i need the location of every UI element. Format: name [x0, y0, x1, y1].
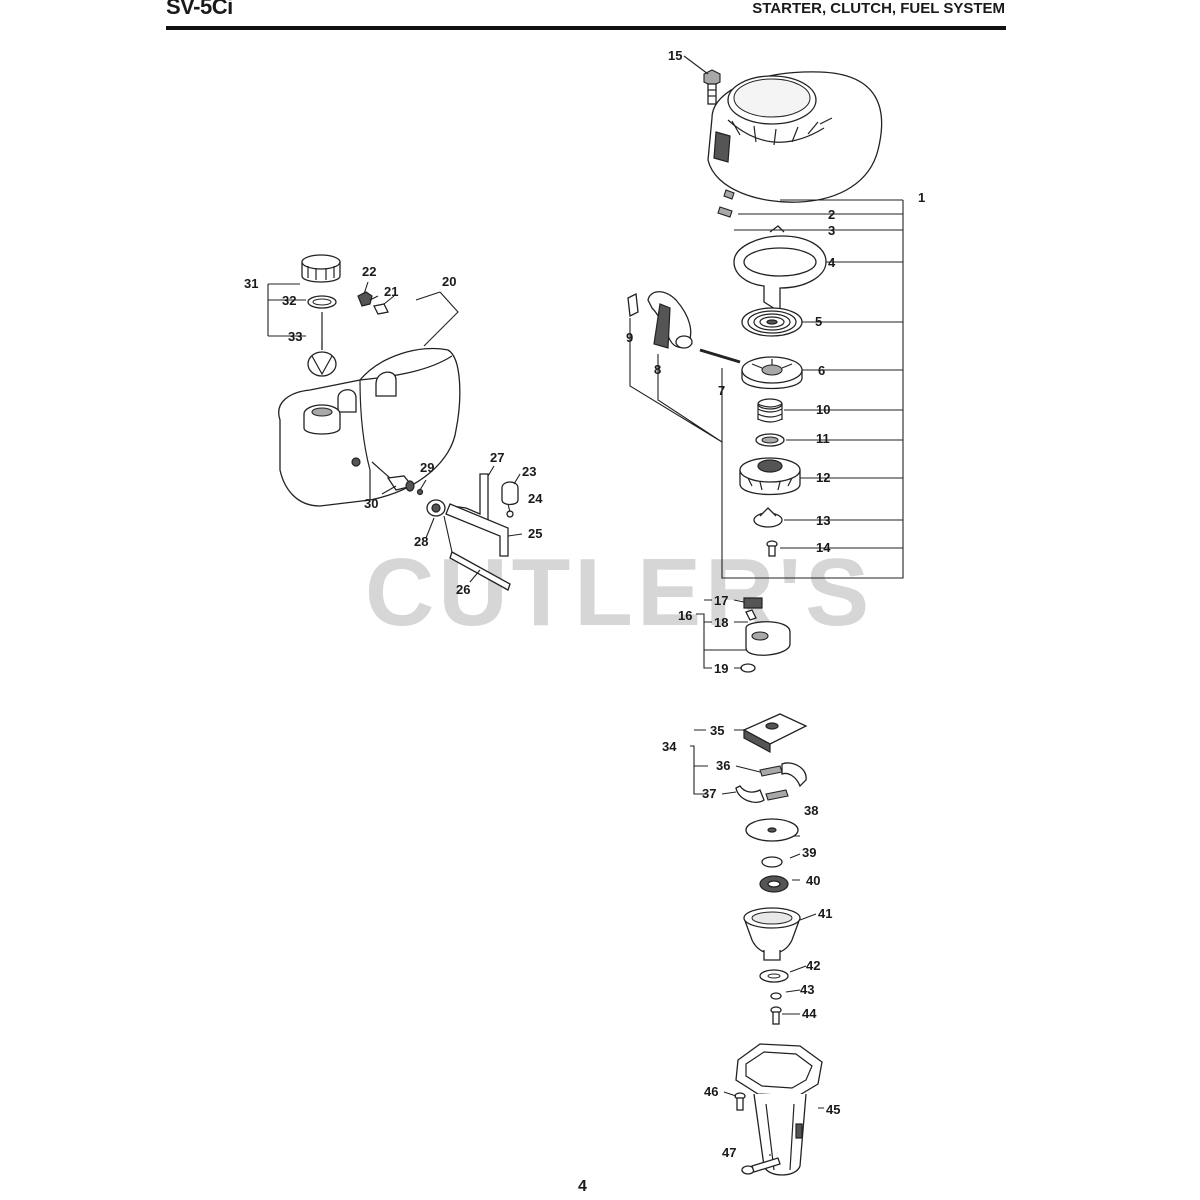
- part-40-bearing: [759, 875, 789, 893]
- callout-46: 46: [704, 1084, 718, 1099]
- model-name: SV-5Ci: [166, 0, 233, 19]
- page-number: 4: [578, 1178, 587, 1195]
- part-10-spring: [757, 398, 783, 423]
- part-1-starter-cover: [707, 71, 883, 203]
- callout-2: 2: [828, 207, 835, 222]
- part-8-starter-handle: [647, 291, 693, 349]
- part-13-ratchet-guide: [753, 507, 783, 528]
- part-39-washer: [761, 856, 783, 868]
- part-41-clutch-drum: [743, 907, 801, 961]
- part-47-bolt: [741, 1157, 781, 1175]
- part-33-strainer: [307, 351, 337, 377]
- clutch-assembly: [690, 713, 824, 1176]
- part-4-reel-case: [733, 225, 827, 314]
- callout-30: 30: [364, 496, 378, 511]
- part-7-rope: [699, 348, 741, 364]
- callout-22: 22: [362, 264, 376, 279]
- part-14-screw: [766, 540, 778, 557]
- callout-32: 32: [282, 293, 296, 308]
- callout-40: 40: [806, 873, 820, 888]
- part-30-grommet: [371, 461, 415, 492]
- callout-28: 28: [414, 534, 428, 549]
- callout-11: 11: [816, 431, 830, 446]
- callout-5: 5: [815, 314, 822, 329]
- callout-10: 10: [816, 402, 830, 417]
- callout-19: 19: [714, 661, 728, 676]
- part-42-washer: [759, 969, 789, 983]
- callout-38: 38: [804, 803, 818, 818]
- callout-26: 26: [456, 582, 470, 597]
- callout-15: 15: [668, 48, 682, 63]
- part-23-fuel-filter: [501, 481, 519, 506]
- part-25-fuel-pipe: [445, 503, 509, 557]
- part-31-fuel-cap: [301, 254, 341, 283]
- callout-35: 35: [710, 723, 724, 738]
- part-5-recoil-spring: [741, 307, 803, 337]
- watermark: CUTLER'S: [365, 539, 873, 646]
- callout-21: 21: [384, 284, 398, 299]
- callout-27: 27: [490, 450, 504, 465]
- callout-8: 8: [654, 362, 661, 377]
- callout-43: 43: [800, 982, 814, 997]
- fuel-system-assembly: [267, 254, 523, 591]
- part-46-bolt: [734, 1092, 746, 1111]
- part-45-clutch-case: [735, 1043, 823, 1176]
- part-22-vent-bolt: [357, 291, 379, 307]
- header-rule: [166, 26, 1006, 30]
- section-title: STARTER, CLUTCH, FUEL SYSTEM: [752, 0, 1005, 17]
- callout-9: 9: [626, 330, 633, 345]
- callout-16: 16: [678, 608, 692, 623]
- starter-assembly: [627, 55, 904, 673]
- callout-4: 4: [828, 255, 836, 270]
- part-28-fuel-filter: [426, 499, 446, 517]
- callout-47: 47: [722, 1145, 736, 1160]
- callout-37: 37: [702, 786, 716, 801]
- part-21-vent: [373, 303, 389, 315]
- part-16-ignition-switch-assembly: [740, 597, 791, 673]
- part-6-reel: [741, 356, 803, 390]
- callout-23: 23: [522, 464, 536, 479]
- part-38-washer: [745, 818, 799, 842]
- part-43-washer: [770, 992, 782, 1000]
- callout-39: 39: [802, 845, 816, 860]
- callout-17: 17: [714, 593, 728, 608]
- part-9-tag: [627, 293, 639, 317]
- callout-44: 44: [802, 1006, 817, 1021]
- part-12-pulley: [739, 457, 801, 496]
- callout-14: 14: [816, 540, 831, 555]
- part-36-clutch-spring: [759, 762, 807, 801]
- part-29-filter: [416, 488, 424, 496]
- callout-24: 24: [528, 491, 543, 506]
- callout-41: 41: [818, 906, 832, 921]
- callout-7: 7: [718, 383, 725, 398]
- callout-labels: 1 2 3 4 5 6 7 8 9 10 11 12 13 14 15 16 1…: [244, 48, 925, 1160]
- callout-34: 34: [662, 739, 677, 754]
- part-20-fuel-tank: [278, 347, 461, 507]
- callout-25: 25: [528, 526, 542, 541]
- callout-42: 42: [806, 958, 820, 973]
- callout-3: 3: [828, 223, 835, 238]
- part-3-pin: [717, 206, 733, 218]
- callout-33: 33: [288, 329, 302, 344]
- part-2-pin: [723, 189, 735, 200]
- callout-36: 36: [716, 758, 730, 773]
- callout-29: 29: [420, 460, 434, 475]
- part-11-ratchet: [755, 433, 785, 447]
- part-35-clutch-plate: [742, 713, 808, 754]
- callout-18: 18: [714, 615, 728, 630]
- callout-6: 6: [818, 363, 825, 378]
- callout-20: 20: [442, 274, 456, 289]
- part-37-clutch-shoe: [735, 785, 765, 803]
- part-15-bolt: [703, 69, 721, 105]
- callout-12: 12: [816, 470, 830, 485]
- callout-1: 1: [918, 190, 925, 205]
- callout-13: 13: [816, 513, 830, 528]
- part-26-fuel-pipe: [449, 551, 511, 591]
- callout-31: 31: [244, 276, 258, 291]
- part-44-bolt: [770, 1006, 782, 1025]
- callout-45: 45: [826, 1102, 840, 1117]
